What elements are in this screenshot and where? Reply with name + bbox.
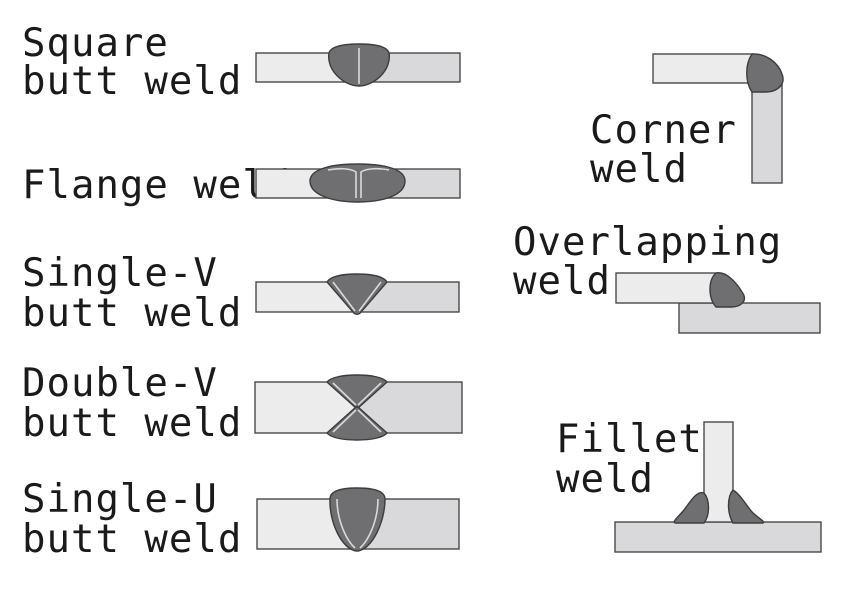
overlapping-weld: Overlapping weld: [513, 220, 821, 334]
flange-weld-figure: [255, 163, 461, 203]
vertical-plate: [751, 82, 783, 184]
weld-bead: [309, 163, 406, 203]
label-single-v-line1: Single-V: [22, 251, 218, 296]
flange-curl-left: [327, 167, 357, 198]
single-v-butt-weld: Single-V butt weld: [22, 251, 460, 336]
horizontal-plate: [652, 53, 753, 84]
v-groove-top-left: [332, 382, 357, 406]
label-double-v-line1: Double-V: [22, 361, 218, 406]
label-single-v-line2: butt weld: [22, 291, 242, 336]
label-double-v-line2: butt weld: [22, 401, 242, 446]
label-fillet-line1: Fillet: [556, 417, 703, 462]
single-u-weld-figure: [256, 487, 460, 552]
weld-bead-bottom: [326, 406, 388, 441]
overlapping-weld-figure: [615, 272, 821, 334]
weld-bead-left: [673, 491, 710, 524]
u-groove-right: [359, 498, 379, 549]
double-v-butt-weld: Double-V butt weld: [22, 361, 463, 446]
upper-plate: [615, 272, 717, 304]
label-fillet-line2: weld: [556, 457, 654, 502]
label-flange-line1: Flange weld: [22, 163, 291, 208]
v-groove-left: [332, 281, 356, 312]
weld-bead-right: [727, 489, 765, 524]
v-groove-bottom-left: [332, 409, 357, 433]
weld-bead: [746, 53, 784, 93]
corner-weld: Corner weld: [590, 53, 784, 192]
flange-curl-right: [360, 167, 390, 198]
v-groove-right: [358, 281, 382, 312]
label-square-line2: butt weld: [22, 59, 242, 104]
fillet-weld-figure: [614, 421, 822, 553]
fillet-weld: Fillet weld: [556, 417, 822, 553]
weld-bead: [329, 487, 386, 552]
v-groove-top-right: [357, 382, 382, 406]
square-butt-weld: Square butt weld: [22, 21, 461, 104]
weld-bead-top: [326, 374, 388, 409]
v-groove-bottom-right: [357, 409, 382, 433]
weld-bead: [709, 272, 746, 308]
label-overlapping-line2: weld: [513, 259, 611, 304]
label-overlapping-line1: Overlapping: [513, 220, 782, 265]
label-corner-line2: weld: [590, 147, 688, 192]
label-single-u-line2: butt weld: [22, 517, 242, 562]
label-corner-line1: Corner: [590, 108, 737, 153]
corner-weld-figure: [652, 53, 784, 184]
single-v-weld-figure: [255, 273, 460, 315]
u-groove-left: [336, 498, 356, 549]
double-v-weld-figure: [254, 374, 463, 441]
square-weld-figure: [255, 43, 461, 87]
lower-plate: [678, 302, 821, 334]
label-square-line1: Square: [22, 21, 169, 66]
single-u-butt-weld: Single-U butt weld: [22, 477, 460, 562]
label-single-u-line1: Single-U: [22, 477, 218, 522]
base-plate: [614, 521, 822, 553]
flange-weld: Flange weld: [22, 163, 461, 208]
weld-bead: [326, 273, 388, 315]
